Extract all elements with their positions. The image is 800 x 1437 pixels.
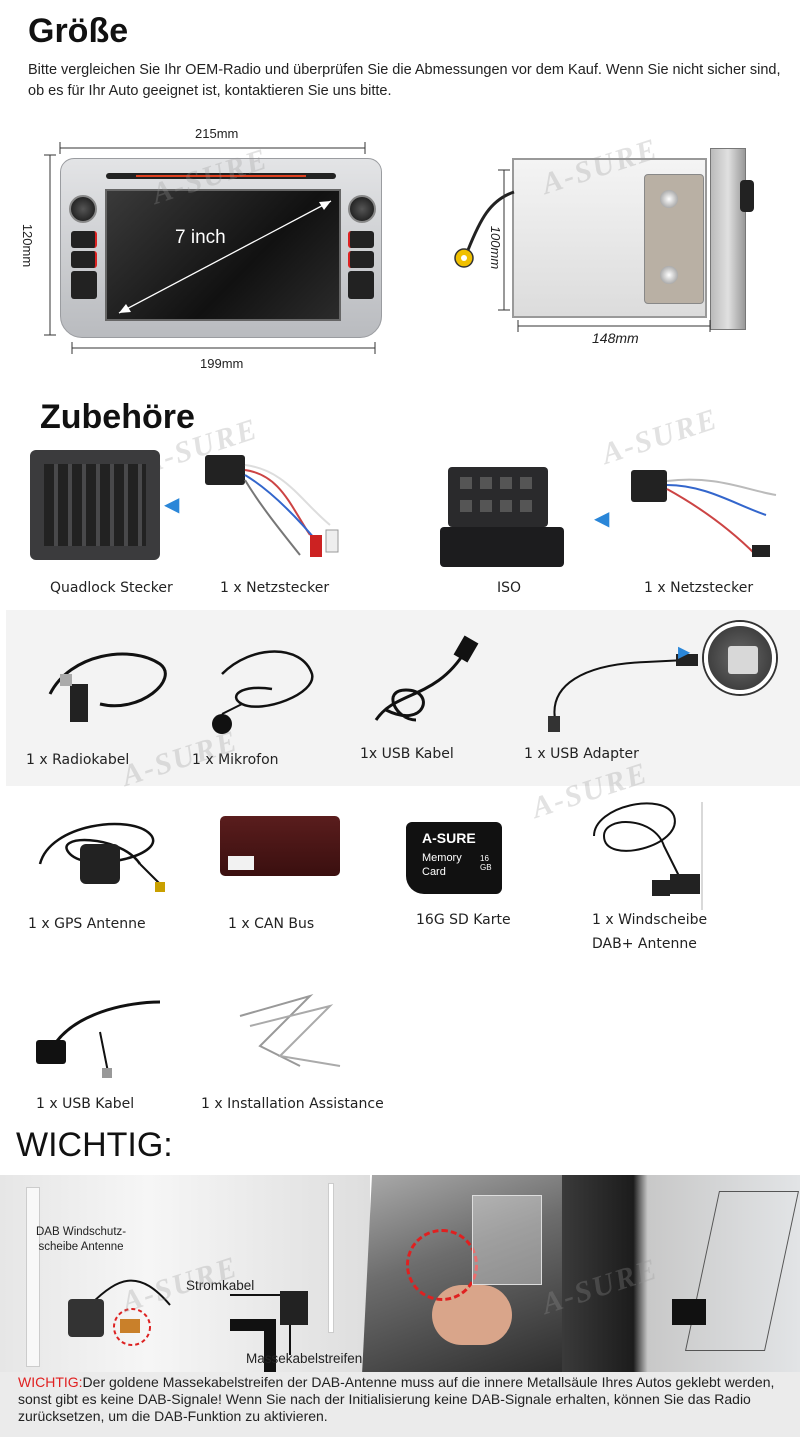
antenna-film-outline: [684, 1191, 800, 1351]
arrow-left-icon: ◀: [164, 494, 180, 516]
canbus-image: [220, 816, 340, 876]
accessories-row2-panel: ▶ 1 x Radiokabel 1 x Mikrofon 1x USB Kab…: [6, 610, 800, 786]
radio-screen: 7 inch: [105, 189, 341, 321]
radio-cable-image: [48, 652, 167, 722]
usb-cable-image-1: [374, 635, 479, 722]
sd-card-brand: A-SURE: [422, 830, 476, 846]
sd-card-size: 16 GB: [480, 854, 492, 872]
warning-paragraph: WICHTIG:Der goldene Massekabelstreifen d…: [18, 1374, 792, 1425]
side-depth-label: 148mm: [592, 330, 639, 346]
caption-installation-assistance: 1 x Installation Assistance: [201, 1096, 384, 1112]
dab-diagram-panel: DAB Windschutz- scheibe Antenne Stromkab…: [0, 1175, 370, 1375]
rd-button: [348, 251, 374, 268]
gps-antenna-image: [38, 822, 165, 892]
navi-button: [71, 251, 97, 268]
sd-card-line1: Memory: [422, 852, 462, 864]
dab-windshield-label: DAB Windschutz- scheibe Antenne: [36, 1226, 127, 1253]
dab-antenna-image: [593, 802, 703, 910]
caption-radiokabel: 1 x Radiokabel: [26, 752, 130, 768]
bracket-screw-bottom: [660, 266, 678, 284]
caption-iso: ISO: [497, 580, 522, 596]
left-button-column: [71, 231, 97, 311]
warning-label: WICHTIG:: [18, 1374, 83, 1390]
dimension-lines-front: [44, 142, 376, 354]
quadlock-connector-image: [30, 450, 160, 560]
caption-usb-adapter: 1 x USB Adapter: [524, 746, 639, 762]
section-title-important: WICHTIG:: [16, 1126, 173, 1164]
caption-can-bus: 1 x CAN Bus: [228, 916, 315, 932]
arrow-left-icon: ◀: [594, 508, 610, 530]
clear-antenna-film: [472, 1195, 542, 1285]
side-faceplate: [710, 148, 746, 330]
windshield-frame-right: [328, 1183, 334, 1333]
power-cable-label: Stromkabel: [186, 1278, 255, 1293]
front-width-bottom: 199mm: [200, 356, 244, 371]
caption-netzstecker-1: 1 x Netzstecker: [220, 580, 330, 596]
rca-cable: [454, 190, 515, 268]
caption-quadlock: Quadlock Stecker: [50, 580, 173, 596]
caption-gps-antenne: 1 x GPS Antenne: [28, 916, 146, 932]
usb-adapter-image: [548, 654, 698, 732]
front-width-top: 215mm: [195, 126, 239, 141]
diagonal-arrow: [118, 200, 332, 314]
highlight-circle: [406, 1229, 478, 1301]
windshield-frame-left: [26, 1187, 40, 1367]
ground-strip-label: Massekabelstreifen: [246, 1351, 363, 1366]
screen-size-label: 7 inch: [175, 227, 226, 248]
warning-text: Der goldene Massekabelstreifen der DAB-A…: [18, 1374, 775, 1424]
front-view-figure: 215mm 120mm: [20, 120, 390, 380]
radio-front-body: 7 inch: [60, 158, 382, 338]
cd-slot: [106, 173, 336, 179]
warning-bar: WICHTIG:Der goldene Massekabelstreifen d…: [0, 1372, 800, 1437]
section-title-size: Größe: [28, 12, 129, 50]
right-button-column: [348, 231, 374, 311]
caption-dab-antenne: 1 x Windscheibe DAB+ Antenne: [592, 912, 708, 952]
gps-rst-button: [348, 271, 374, 299]
side-knob: [740, 180, 754, 212]
side-chassis: [512, 158, 707, 318]
usb-cable-image-2: [36, 1000, 161, 1078]
front-height-label: 120mm: [20, 223, 36, 268]
sd-card-line2: Card: [422, 866, 446, 878]
caption-sd-karte: 16G SD Karte: [416, 912, 511, 928]
side-height-label: 100mm: [488, 225, 504, 270]
installation-tools-image: [239, 993, 341, 1067]
power-harness-image-1: [205, 455, 339, 557]
side-view-figure: 100mm 148mm: [440, 140, 770, 360]
tune-knob: [348, 195, 376, 223]
install-photo-1: [362, 1175, 562, 1375]
iso-connector-image: [440, 467, 564, 567]
caption-usb-kabel-1: 1x USB Kabel: [360, 746, 454, 762]
bracket-screw-top: [660, 190, 678, 208]
sd-card-image: A-SURE Memory Card 16 GB: [406, 822, 502, 894]
dab-cable-diagram: [68, 1279, 308, 1375]
install-photo-2: [562, 1175, 800, 1375]
antenna-module: [672, 1299, 706, 1325]
size-intro-text: Bitte vergleichen Sie Ihr OEM-Radio und …: [28, 62, 781, 99]
home-button: [71, 231, 97, 248]
caption-mikrofon: 1 x Mikrofon: [192, 752, 279, 768]
dvd-button: [348, 231, 374, 248]
arrow-right-icon: ▶: [678, 644, 691, 661]
caption-netzstecker-2: 1 x Netzstecker: [644, 580, 754, 596]
caption-usb-kabel-2: 1 x USB Kabel: [36, 1096, 135, 1112]
dimension-lines-side: [498, 169, 711, 332]
usb-port-closeup: [704, 622, 776, 694]
power-harness-image-2: [631, 470, 777, 557]
section-title-accessories: Zubehöre: [40, 398, 195, 436]
microphone-image: [212, 650, 314, 734]
volume-knob: [69, 195, 97, 223]
sd-usb-button: [71, 271, 97, 299]
